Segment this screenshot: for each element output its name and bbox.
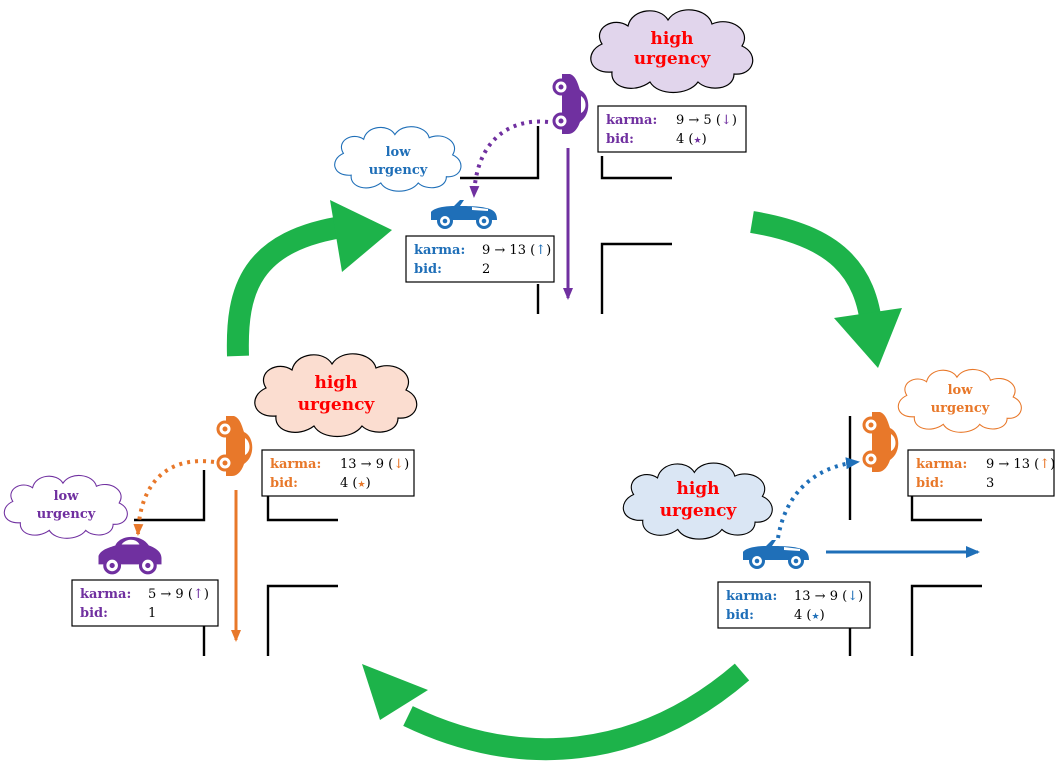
cloud-label-line2: urgency bbox=[931, 401, 990, 416]
beetle-car-icon bbox=[216, 414, 254, 478]
cloud-label-line2: urgency bbox=[660, 501, 738, 521]
karma-box-low: karma: 9 → 13 (↑) bid: 2 bbox=[405, 235, 555, 283]
bid-value: 1 bbox=[148, 606, 156, 621]
bid-label: bid: bbox=[916, 476, 944, 491]
high-urgency-cloud: high urgency bbox=[622, 462, 773, 540]
cloud-label-line1: high bbox=[676, 479, 719, 499]
karma-label: karma: bbox=[916, 457, 967, 472]
bid-label: bid: bbox=[726, 608, 754, 623]
bid-label: bid: bbox=[414, 262, 442, 277]
low-urgency-cloud: low urgency bbox=[334, 126, 462, 192]
cycle-arrows bbox=[226, 200, 902, 761]
karma-box-low: karma: 5 → 9 (↑) bid: 1 bbox=[71, 579, 219, 627]
beetle-car-icon bbox=[862, 410, 900, 474]
cloud-label-line2: urgency bbox=[37, 507, 96, 522]
cloud-label-line1: low bbox=[54, 489, 80, 504]
scene-top: high urgency low urgency karma: 9 → 5 (↓… bbox=[334, 9, 754, 314]
cloud-label-line1: low bbox=[948, 383, 974, 398]
high-urgency-cloud: high urgency bbox=[254, 353, 418, 438]
karma-value: 9 → 5 (↓) bbox=[676, 113, 737, 128]
path-arrow-dotted-orange bbox=[133, 459, 215, 536]
karma-value: 13 → 9 (↓) bbox=[340, 457, 409, 472]
karma-value: 9 → 13 (↑) bbox=[482, 243, 551, 258]
cloud-label-line2: urgency bbox=[634, 49, 712, 69]
convertible-car-icon bbox=[429, 198, 499, 229]
bid-value: 4 (★) bbox=[340, 476, 371, 491]
low-urgency-cloud: low urgency bbox=[897, 368, 1022, 433]
bid-value: 2 bbox=[482, 262, 490, 277]
beetle-car-icon bbox=[96, 535, 164, 575]
bid-label: bid: bbox=[270, 476, 298, 491]
cloud-label-line1: low bbox=[386, 145, 412, 160]
bid-value: 3 bbox=[986, 476, 994, 491]
convertible-car-icon bbox=[741, 538, 811, 569]
karma-box-high: karma: 13 → 9 (↓) bid: 4 (★) bbox=[717, 581, 871, 629]
scene-left: high urgency low urgency karma: 13 → 9 (… bbox=[3, 353, 418, 656]
karma-value: 9 → 13 (↑) bbox=[986, 457, 1055, 472]
cloud-label-line1: high bbox=[314, 373, 357, 393]
bid-value: 4 (★) bbox=[794, 608, 825, 623]
karma-label: karma: bbox=[80, 587, 131, 602]
bid-label: bid: bbox=[80, 606, 108, 621]
karma-label: karma: bbox=[414, 243, 465, 258]
high-urgency-cloud: high urgency bbox=[590, 9, 754, 94]
bid-label: bid: bbox=[606, 132, 634, 147]
beetle-car-icon bbox=[552, 72, 590, 136]
cloud-label-line1: high bbox=[650, 29, 693, 49]
scene-right: high urgency low urgency karma: 9 → 13 (… bbox=[622, 368, 1055, 656]
cloud-label-line2: urgency bbox=[298, 395, 376, 415]
green-cycle-arrow-left-to-top bbox=[226, 200, 392, 357]
intersection-left bbox=[134, 470, 338, 656]
path-arrow-dotted-blue bbox=[776, 457, 860, 539]
bid-value: 4 (★) bbox=[676, 132, 707, 147]
karma-box-low: karma: 9 → 13 (↑) bid: 3 bbox=[907, 449, 1055, 497]
karma-value: 13 → 9 (↓) bbox=[794, 589, 863, 604]
green-cycle-arrow-right-to-left bbox=[362, 663, 750, 761]
green-cycle-arrow-top-to-right bbox=[750, 211, 902, 368]
karma-label: karma: bbox=[270, 457, 321, 472]
low-urgency-cloud: low urgency bbox=[3, 474, 128, 539]
karma-box-high: karma: 13 → 9 (↓) bid: 4 (★) bbox=[261, 449, 415, 497]
intersection-top bbox=[460, 126, 672, 314]
karma-label: karma: bbox=[726, 589, 777, 604]
karma-box-high: karma: 9 → 5 (↓) bid: 4 (★) bbox=[597, 105, 747, 153]
karma-label: karma: bbox=[606, 113, 657, 128]
karma-value: 5 → 9 (↑) bbox=[148, 587, 209, 602]
cloud-label-line2: urgency bbox=[369, 163, 428, 178]
